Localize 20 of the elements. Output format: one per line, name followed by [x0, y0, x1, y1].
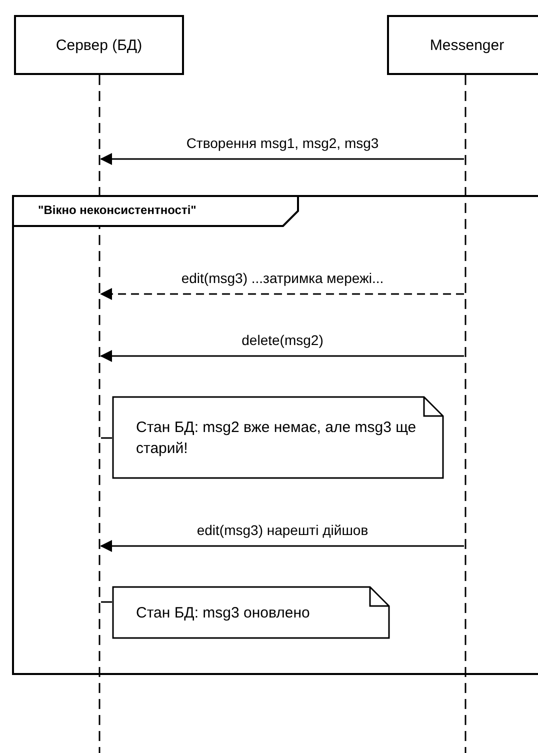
note-text: Стан БД: msg3 оновлено	[136, 603, 311, 623]
note-connector	[101, 437, 112, 439]
message-arrow	[100, 540, 464, 552]
message-arrow	[100, 350, 464, 362]
edge-label: delete(msg2)	[240, 332, 326, 348]
edge-label: edit(msg3) нарешті дійшов	[194, 522, 370, 538]
note-text: Стан БД: msg2 вже немає, але msg3 ще старий!	[136, 418, 418, 458]
message-arrow	[100, 288, 464, 300]
frame-title: "Вікно неконсистентності"	[38, 203, 196, 217]
frame-box	[12, 195, 538, 675]
participant-name: Messenger	[430, 36, 504, 54]
participant-box	[387, 15, 538, 75]
participant-box	[14, 15, 184, 75]
note	[112, 586, 390, 639]
edge-label: Створення msg1, msg2, msg3	[184, 135, 381, 151]
participant-name: Сервер (БД)	[56, 36, 142, 54]
message-arrow	[100, 153, 464, 165]
note	[112, 396, 444, 479]
lifeline	[464, 75, 467, 753]
note-connector	[101, 601, 112, 603]
